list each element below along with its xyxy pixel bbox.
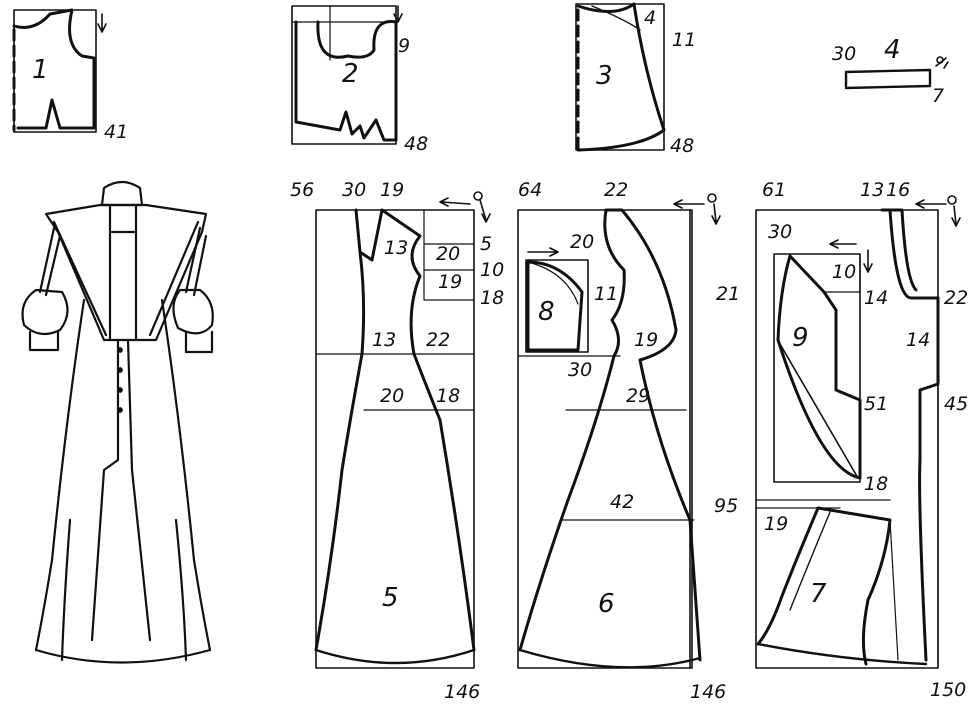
piece-7-label-10: 51 [864, 393, 888, 415]
piece-7-label-3: 16 [886, 179, 910, 201]
pin-icon [707, 193, 721, 225]
piece-1-number: 1 [32, 55, 49, 85]
piece-7-label-8: 14 [906, 329, 930, 351]
piece-7-label-5: 10 [832, 261, 856, 283]
piece-7-label-13: 150 [930, 679, 966, 701]
piece-6-label-1: 64 [518, 179, 542, 201]
piece-5-label-7: 19 [438, 271, 462, 293]
piece-6-label-3: 20 [570, 231, 594, 253]
piece-6-label-10: 146 [690, 681, 726, 703]
piece-9: 9 [773, 239, 873, 483]
piece-7-label-2: 13 [860, 179, 884, 201]
piece-5-label-4: 13 [384, 237, 408, 259]
piece-7-label-11: 18 [864, 473, 888, 495]
piece-2: 2 9 48 [291, 5, 428, 155]
piece-7: 7 61 13 16 30 10 14 22 14 45 51 18 19 15… [755, 179, 968, 701]
piece-3-label-c: 48 [670, 135, 694, 157]
piece-7-label-4: 30 [768, 221, 792, 243]
piece-1-label: 41 [104, 121, 128, 143]
piece-6-label-5: 21 [716, 283, 740, 305]
piece-5-label-8: 10 [480, 259, 504, 281]
piece-5-label-11: 22 [426, 329, 450, 351]
piece-6-label-6: 19 [634, 329, 658, 351]
piece-5-label-5: 20 [436, 243, 460, 265]
piece-9-number: 9 [792, 323, 809, 353]
piece-5-label-14: 146 [444, 681, 480, 703]
piece-2-number: 2 [342, 59, 359, 89]
piece-5-label-3: 19 [380, 179, 404, 201]
pin-icon [947, 195, 961, 227]
arrow-down-icon [863, 249, 873, 273]
piece-5-label-6: 5 [480, 233, 492, 255]
piece-1: 1 41 [12, 8, 128, 143]
piece-6-label-4: 11 [594, 283, 618, 305]
piece-6-number: 6 [598, 589, 615, 619]
piece-3-number: 3 [596, 61, 613, 91]
piece-4-number: 4 [884, 35, 901, 65]
piece-6-label-7: 29 [626, 385, 650, 407]
piece-6: 6 64 22 20 11 21 19 29 42 95 146 30 8 [517, 179, 740, 703]
piece-5-label-1: 56 [290, 179, 314, 201]
arrow-right-icon [527, 247, 559, 257]
arrow-left-icon [829, 239, 857, 249]
scissors-icon [935, 56, 949, 69]
piece-2-label-a: 9 [398, 35, 410, 57]
piece-8: 8 [525, 247, 589, 353]
piece-5-label-9: 18 [480, 287, 504, 309]
piece-7-number: 7 [810, 579, 827, 609]
piece-6-label-11: 30 [568, 359, 592, 381]
piece-2-label-b: 48 [404, 133, 428, 155]
pin-icon [473, 191, 491, 223]
dress-illustration [21, 180, 214, 664]
piece-7-label-12: 19 [764, 513, 788, 535]
arrow-left-icon [915, 199, 947, 209]
piece-4-label-b: 7 [932, 85, 944, 107]
piece-8-number: 8 [538, 297, 555, 327]
piece-6-label-2: 22 [604, 179, 628, 201]
piece-7-label-1: 61 [762, 179, 786, 201]
piece-5: 5 56 30 19 13 20 5 19 10 18 13 22 20 18 … [290, 179, 504, 703]
piece-5-number: 5 [382, 583, 399, 613]
piece-5-label-10: 13 [372, 329, 396, 351]
piece-5-label-13: 18 [436, 385, 460, 407]
piece-6-label-8: 42 [610, 491, 634, 513]
piece-5-label-12: 20 [380, 385, 404, 407]
piece-7-label-9: 45 [944, 393, 968, 415]
piece-5-label-2: 30 [342, 179, 366, 201]
piece-7-label-7: 22 [944, 287, 968, 309]
piece-3-label-a: 4 [644, 7, 656, 29]
arrow-left-icon [673, 199, 705, 209]
piece-7-label-6: 14 [864, 287, 888, 309]
piece-3-label-b: 11 [672, 29, 696, 51]
piece-4: 4 30 7 [832, 35, 949, 107]
piece-4-label-a: 30 [832, 43, 856, 65]
arrow-left-icon [439, 197, 471, 207]
piece-6-label-9: 95 [714, 495, 738, 517]
piece-3: 3 4 11 48 [575, 2, 696, 157]
